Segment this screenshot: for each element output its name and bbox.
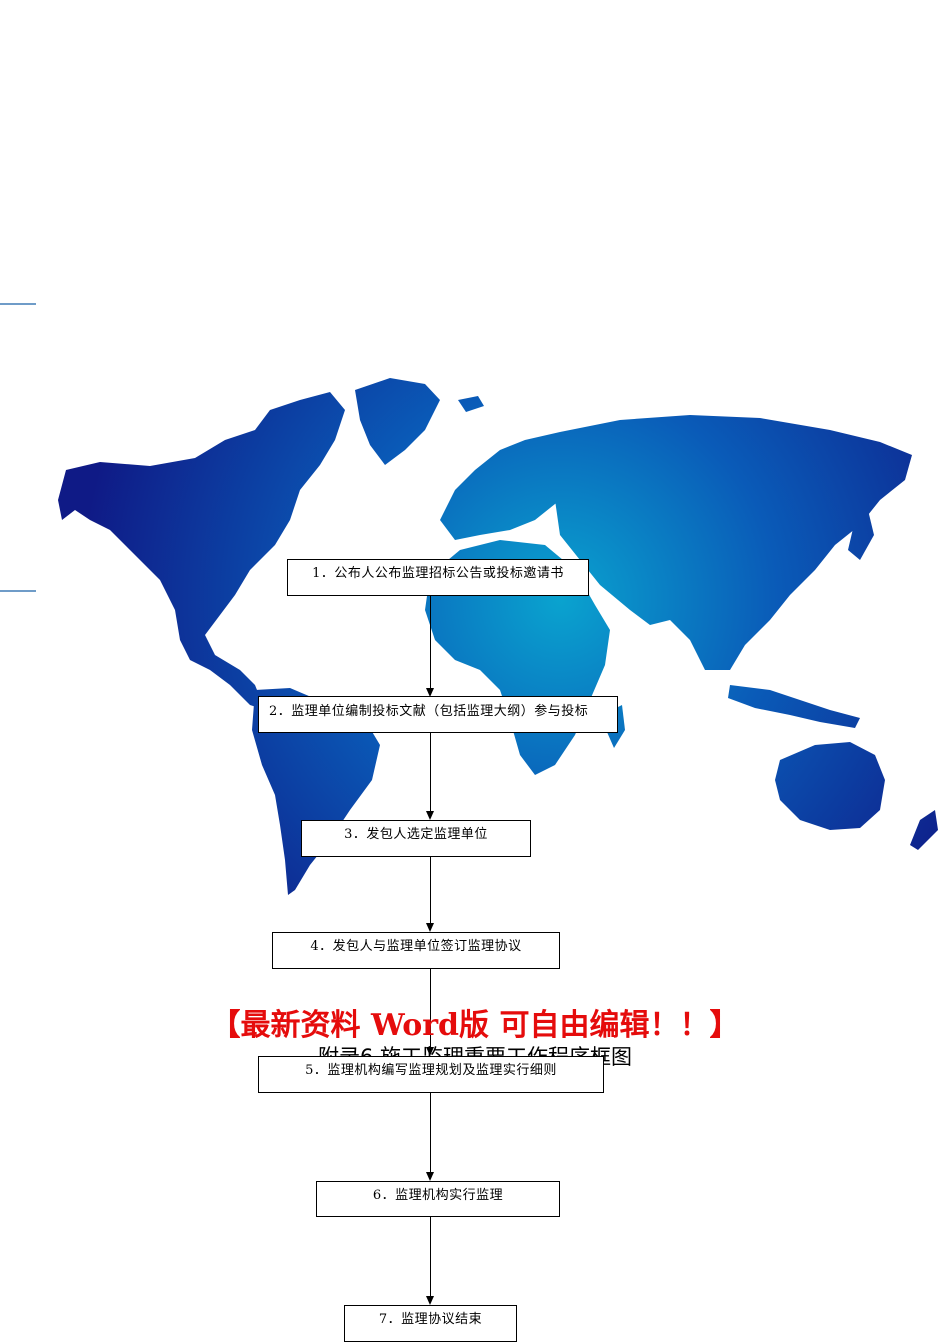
connector-2-3 [430, 733, 432, 813]
flow-step-4: 4．发包人与监理单位签订监理协议 [272, 932, 560, 969]
iceland-shape [458, 396, 484, 412]
flow-step-2: 2．监理单位编制投标文献（包括监理大纲）参与投标 [258, 696, 618, 733]
margin-rule-top [0, 303, 36, 305]
indonesia-shape [728, 685, 860, 728]
connector-1-2 [430, 596, 432, 690]
world-map-image [58, 378, 938, 895]
greenland-shape [355, 378, 440, 465]
arrow-2-3 [426, 811, 434, 820]
flow-step-3: 3．发包人选定监理单位 [301, 820, 531, 857]
connector-3-4 [430, 857, 432, 925]
margin-rule-bottom [0, 590, 36, 592]
flow-step-5: 5．监理机构编写监理规划及监理实行细则 [258, 1056, 604, 1093]
arrow-1-2 [426, 688, 434, 697]
asia-shape [555, 415, 912, 670]
arrow-5-6 [426, 1172, 434, 1181]
arrow-6-7 [426, 1296, 434, 1305]
connector-5-6 [430, 1093, 432, 1174]
arrow-3-4 [426, 923, 434, 932]
north-america-shape [58, 392, 345, 710]
arrow-4-5 [426, 1047, 434, 1056]
europe-shape [440, 432, 600, 540]
connector-6-7 [430, 1217, 432, 1298]
flow-step-6: 6．监理机构实行监理 [316, 1181, 560, 1217]
editable-banner: 【最新资料 Word版 可自由编辑！！】 [210, 1008, 740, 1043]
south-america-shape [252, 688, 380, 895]
australia-shape [775, 742, 885, 830]
new-zealand-shape [910, 810, 938, 850]
flow-step-1: 1．公布人公布监理招标公告或投标邀请书 [287, 559, 589, 596]
japan-shape [848, 510, 874, 560]
flow-step-7: 7．监理协议结束 [344, 1305, 517, 1342]
connector-4-5 [430, 969, 432, 1049]
